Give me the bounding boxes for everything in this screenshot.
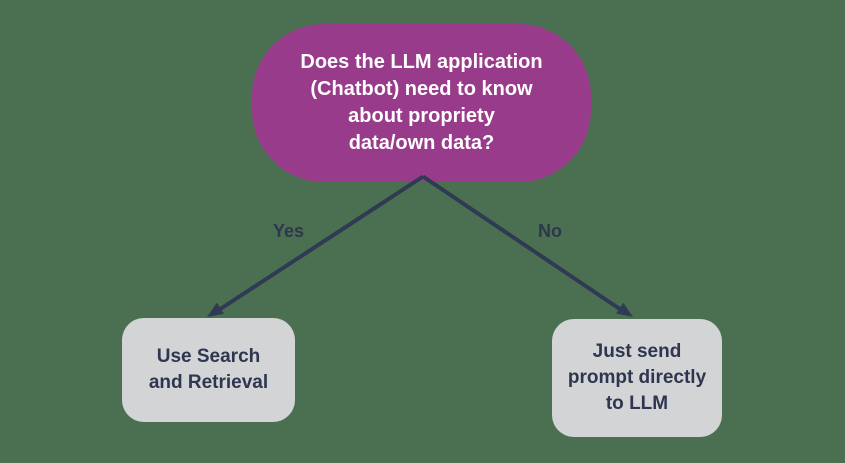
result-text-line: Use Search (156, 346, 261, 367)
no-arrow-line (421, 174, 624, 313)
no-branch-label: No (538, 221, 562, 241)
result-text-line: Just send (592, 341, 682, 362)
result-node-search-retrieval: Use Search and Retrieval (122, 318, 295, 422)
yes-arrow-line (216, 174, 425, 313)
result-text-line: and Retrieval (148, 372, 269, 393)
question-text-line: data/own data? (348, 132, 495, 154)
yes-arrowhead-icon (207, 302, 224, 317)
question-text-line: (Chatbot) need to know (310, 78, 533, 100)
no-arrowhead-icon (616, 302, 633, 317)
question-node: Does the LLM application (Chatbot) need … (252, 24, 591, 182)
result-node-direct-prompt: Just send prompt directly to LLM (552, 319, 722, 437)
yes-branch-label: Yes (273, 221, 305, 241)
result-text-line: to LLM (605, 393, 669, 414)
result-text-line: prompt directly (567, 367, 707, 388)
question-text-line: about propriety (348, 105, 495, 127)
question-text-line: Does the LLM application (300, 51, 543, 73)
